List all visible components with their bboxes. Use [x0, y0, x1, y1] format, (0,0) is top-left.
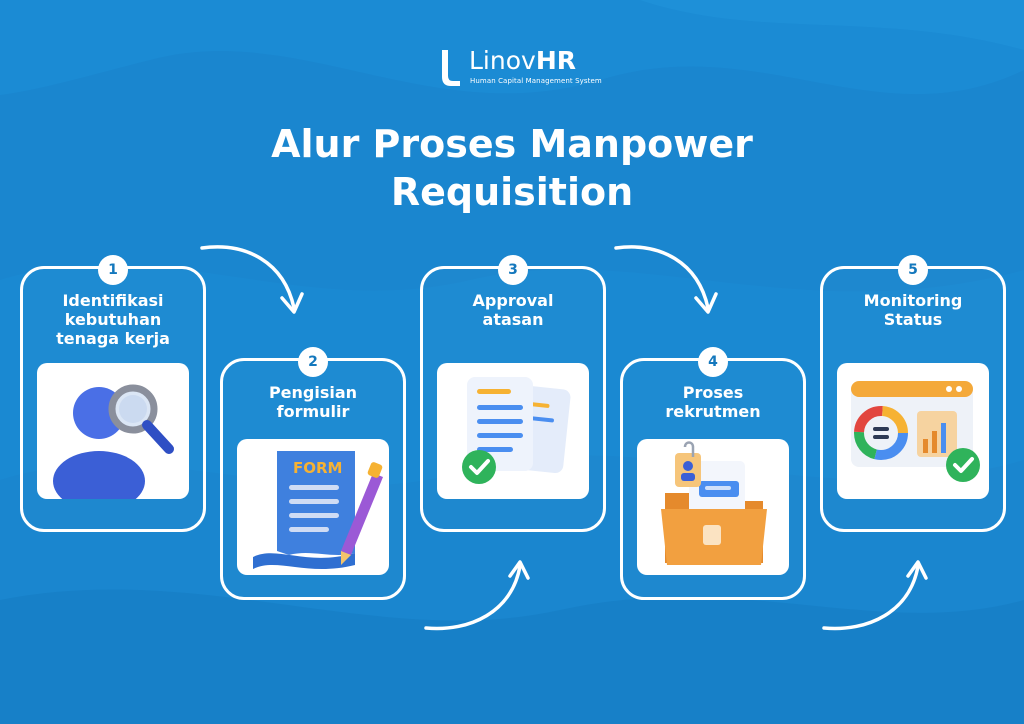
arrow-step3-to-step4-icon	[614, 245, 718, 314]
step-number-badge: 5	[898, 255, 928, 285]
arrow-step1-to-step2-icon	[200, 245, 304, 314]
step-number-badge: 3	[498, 255, 528, 285]
recruitment-folder-icon	[661, 441, 767, 565]
brand-name: LinovHR	[469, 46, 576, 75]
step-illustration	[37, 363, 189, 499]
arrow-step2-to-step3-icon	[424, 560, 530, 631]
step-illustration	[437, 363, 589, 499]
title-line-1: Alur Proses Manpower	[271, 122, 753, 166]
brand-tagline: Human Capital Management System	[470, 77, 602, 85]
step-card-5: 5 Monitoring Status	[820, 255, 1006, 532]
step-card-3: 3 Approval atasan	[420, 255, 606, 532]
step-number-badge: 4	[698, 347, 728, 377]
linovhr-logo-mark-icon	[442, 50, 460, 86]
step-illustration	[837, 363, 989, 499]
step-number-badge: 2	[298, 347, 328, 377]
step-label: Identifikasi kebutuhan tenaga kerja	[56, 291, 170, 348]
step-label: Monitoring Status	[863, 291, 963, 329]
title-line-2: Requisition	[390, 170, 634, 214]
page-title: Alur Proses Manpower Requisition	[212, 120, 812, 216]
arrow-step4-to-step5-icon	[822, 560, 928, 631]
step-card-1: 1 Identifikasi kebutuhan tenaga kerja	[20, 255, 206, 532]
step-card-2: 2 Pengisian formulir FORM	[220, 347, 406, 600]
dashboard-chart-icon	[851, 381, 980, 482]
step-label: Approval atasan	[472, 291, 554, 329]
step-illustration: FORM	[237, 439, 389, 575]
approved-documents-icon	[462, 377, 571, 484]
step-label: Pengisian formulir	[268, 383, 358, 421]
form-document-icon: FORM	[253, 451, 383, 569]
step-label: Proses rekrutmen	[665, 383, 761, 421]
linovhr-logo: LinovHR Human Capital Management System	[440, 46, 602, 90]
form-text: FORM	[293, 459, 342, 477]
step-illustration	[637, 439, 789, 575]
person-search-icon	[53, 384, 174, 499]
step-card-4: 4 Proses rekrutmen	[620, 347, 806, 600]
step-number-badge: 1	[98, 255, 128, 285]
